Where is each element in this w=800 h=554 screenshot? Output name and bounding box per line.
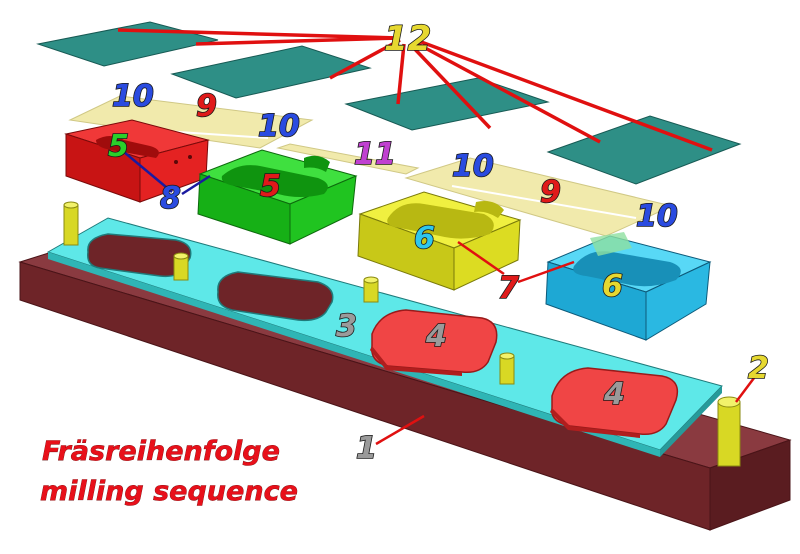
label-9-b: 9: [540, 175, 561, 210]
leader-7-a: [457, 240, 505, 276]
leader-12-c: [329, 38, 401, 80]
label-5-b: 5: [260, 169, 281, 204]
leader-12-d: [396, 43, 406, 105]
leader-7-b: [517, 260, 575, 284]
label-4-a: 4: [425, 319, 447, 354]
label-9-a: 9: [196, 89, 217, 124]
label-7: 7: [498, 271, 519, 306]
leader-8-b: [181, 174, 211, 196]
fixture-pocket-2: [217, 271, 334, 322]
leader-12-e: [408, 42, 492, 130]
leader-lines: [117, 28, 755, 446]
label-12: 12: [384, 19, 431, 59]
caption-english: milling sequence: [40, 476, 298, 507]
caption-german: Fräsreihenfolge: [42, 436, 280, 467]
transparent-layer-3: [404, 157, 674, 237]
leader-2: [735, 377, 755, 403]
label-3: 3: [336, 309, 357, 344]
label-1: 1: [356, 431, 377, 466]
top-plate-3: [344, 77, 550, 131]
pin: [63, 201, 79, 246]
label-4-b: 4: [603, 377, 625, 412]
top-plate-2: [170, 45, 372, 99]
leader-12-f: [413, 40, 601, 144]
pin-large: [717, 396, 741, 467]
label-10-d: 10: [636, 199, 678, 234]
number-labels: 12 10 9 10 11 10 9 10 5 8 5 6 7 6 3 4 4 …: [107, 18, 769, 467]
label-10-b: 10: [258, 109, 300, 144]
pin: [173, 252, 189, 281]
pins: [63, 201, 741, 467]
yellow-part: [357, 191, 522, 291]
pin: [499, 352, 515, 385]
green-part: [197, 149, 358, 245]
label-6-a: 6: [414, 221, 435, 256]
label-10-a: 10: [112, 79, 154, 114]
transparent-layers: [68, 95, 674, 237]
label-8: 8: [160, 181, 181, 216]
label-11: 11: [354, 137, 396, 172]
leader-12-a: [117, 28, 401, 40]
leader-8-a: [123, 151, 173, 193]
label-10-c: 10: [452, 149, 494, 184]
caption: Fräsreihenfolge milling sequence: [40, 436, 298, 508]
blue-part: [545, 232, 712, 341]
label-6-b: 6: [602, 269, 623, 304]
leader-12-b: [195, 36, 401, 46]
transparent-layer-2: [276, 143, 420, 175]
label-5-a: 5: [108, 129, 129, 164]
leader-12-g: [415, 38, 713, 152]
top-plates: [36, 21, 742, 185]
pad-1: [370, 309, 498, 376]
leader-1: [375, 414, 425, 446]
top-plate-4: [546, 115, 742, 185]
pin: [363, 276, 379, 303]
label-2: 2: [748, 351, 769, 386]
red-part: [64, 119, 210, 203]
pad-2: [550, 367, 679, 438]
